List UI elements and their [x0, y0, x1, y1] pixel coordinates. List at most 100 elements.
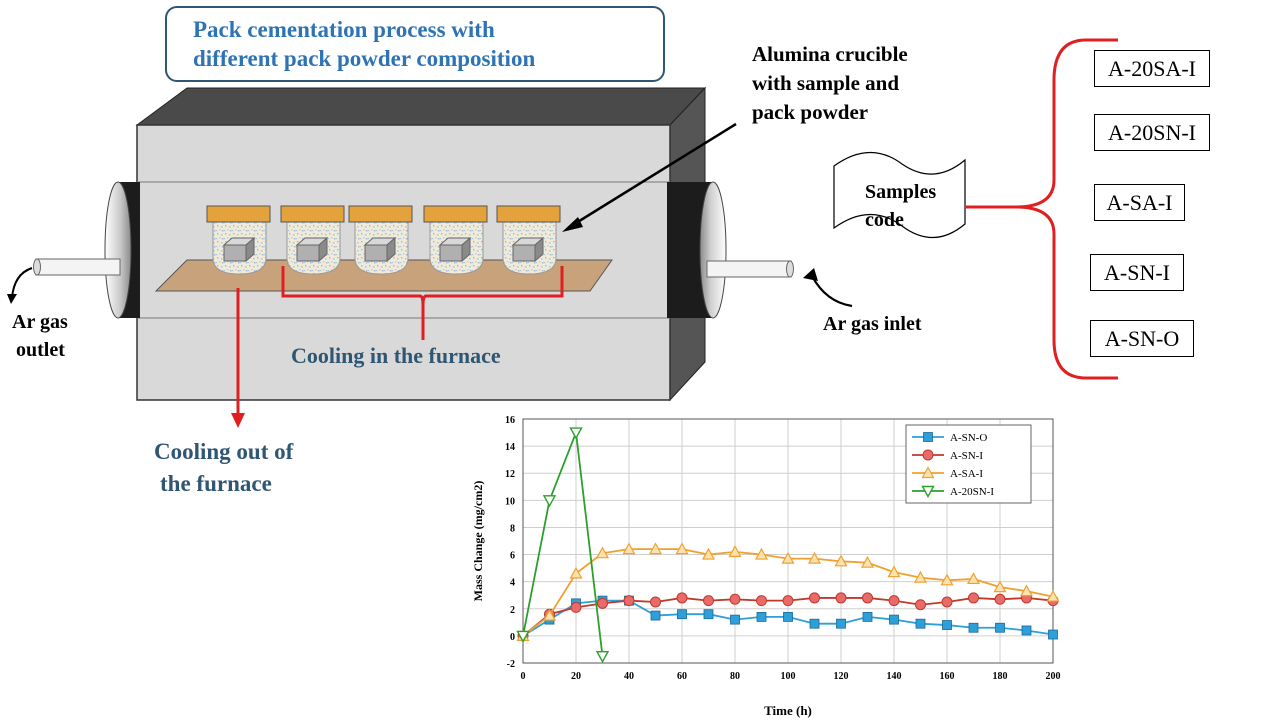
data-point-A-SN-I	[570, 601, 582, 613]
crucible-4	[423, 205, 488, 275]
y-tick-label: 8	[510, 523, 515, 534]
data-point-A-20SN-I	[569, 427, 583, 440]
data-point-A-SN-I	[941, 596, 953, 608]
x-tick-label: 20	[571, 671, 581, 682]
sample-code-box: A-SA-I	[1094, 184, 1185, 221]
legend-marker	[922, 449, 934, 461]
data-point-A-SN-O	[783, 612, 793, 622]
furnace-top-face	[135, 87, 707, 126]
x-tick-label: 200	[1046, 671, 1061, 682]
series-line-A-20SN-I	[522, 432, 604, 657]
data-point-A-SA-I	[622, 542, 636, 555]
x-tick-label: 0	[521, 671, 526, 682]
data-point-A-SN-I	[968, 592, 979, 604]
data-point-A-SN-O	[862, 612, 873, 622]
data-point-A-SA-I	[807, 551, 822, 564]
data-point-A-SA-I	[860, 555, 875, 568]
data-point-A-SA-I	[1046, 589, 1060, 602]
data-point-A-SN-I	[756, 595, 767, 607]
x-tick-label: 120	[834, 671, 849, 682]
data-point-A-SA-I	[913, 570, 928, 583]
data-point-A-SN-I	[597, 597, 608, 609]
data-point-A-SN-O	[915, 618, 926, 629]
title-line-1: Pack cementation process with	[193, 17, 495, 42]
data-point-A-SA-I	[1019, 584, 1034, 597]
samples-brace	[1015, 38, 1118, 380]
x-axis-label: Time (h)	[764, 703, 812, 718]
data-point-A-SA-I	[834, 554, 848, 567]
legend-label: A-SN-I	[950, 450, 983, 462]
x-tick-label: 100	[781, 671, 796, 682]
y-tick-label: 0	[510, 632, 515, 643]
gas-inlet-arrow	[811, 275, 853, 308]
data-point-A-SN-I	[994, 593, 1006, 605]
data-point-A-SA-I	[595, 546, 610, 559]
x-tick-label: 160	[940, 671, 955, 682]
data-point-A-SA-I	[887, 565, 901, 578]
legend-label: A-SN-O	[950, 432, 987, 444]
crucible-pointer-arrow	[567, 122, 737, 230]
crucible-label-line-1: Alumina crucible	[752, 42, 908, 66]
y-tick-label: 14	[505, 442, 515, 453]
legend-marker	[921, 485, 935, 498]
y-tick-label: 10	[505, 496, 515, 507]
data-point-A-SN-I	[809, 592, 820, 604]
x-tick-label: 80	[730, 671, 740, 682]
data-point-A-SN-O	[942, 620, 952, 630]
x-tick-label: 180	[993, 671, 1008, 682]
data-point-A-SN-O	[836, 618, 846, 629]
data-point-A-SA-I	[675, 542, 689, 555]
y-tick-label: 2	[510, 605, 515, 616]
data-point-A-SA-I	[542, 608, 557, 621]
cooling-in-brace	[281, 266, 564, 340]
samples-code-document	[833, 151, 966, 239]
title-box	[165, 6, 665, 82]
data-point-A-SN-I	[729, 593, 741, 605]
x-tick-label: 60	[677, 671, 687, 682]
data-point-A-SN-I	[650, 596, 661, 608]
data-point-A-SN-O	[730, 614, 740, 625]
data-point-A-SN-O	[756, 612, 767, 622]
gas-outlet-label-line-1: Ar gas	[12, 311, 68, 333]
data-point-A-SN-O	[995, 622, 1005, 633]
data-point-A-SA-I	[648, 542, 663, 555]
data-point-A-SN-I	[676, 592, 688, 604]
cooling-out-label: Cooling out of the furnace	[154, 436, 293, 500]
data-point-A-SA-I	[993, 580, 1007, 593]
gas-outlet-pipe	[35, 258, 121, 276]
y-tick-label: 12	[505, 469, 515, 480]
gas-outlet-label: Ar gas outlet	[12, 308, 68, 364]
crucible-2	[280, 205, 345, 275]
gas-outlet-arrow	[11, 267, 33, 299]
x-tick-label: 140	[887, 671, 902, 682]
data-point-A-SA-I	[940, 573, 954, 586]
legend-label: A-20SN-I	[950, 486, 994, 498]
crucible-3	[348, 205, 413, 275]
data-point-A-SN-I	[862, 592, 873, 604]
cooling-out-label-line-2: the furnace	[160, 471, 272, 496]
legend-marker	[921, 466, 935, 479]
data-point-A-SN-O	[1021, 625, 1032, 636]
gas-outlet-label-line-2: outlet	[16, 339, 65, 361]
data-point-A-SN-O	[703, 609, 714, 620]
crucible-5	[496, 205, 561, 275]
samples-code-label: Samples code	[865, 178, 936, 234]
data-point-A-SA-I	[701, 547, 716, 560]
data-point-A-SA-I	[966, 572, 981, 585]
samples-code-label-line-2: code	[865, 209, 904, 231]
cooling-in-label: Cooling in the furnace	[291, 343, 501, 368]
title-line-2: different pack powder composition	[193, 46, 536, 71]
data-point-A-SN-I	[623, 595, 635, 607]
cooling-out-label-line-1: Cooling out of	[154, 439, 294, 464]
data-point-A-SA-I	[781, 551, 795, 564]
data-point-A-SN-I	[703, 595, 714, 607]
data-point-A-SN-O	[1048, 629, 1058, 640]
data-point-A-SA-I	[754, 547, 769, 560]
data-point-A-SN-O	[677, 609, 687, 620]
data-point-A-SN-I	[782, 595, 794, 607]
legend-marker	[923, 432, 933, 442]
legend-label: A-SA-I	[950, 468, 983, 480]
data-point-A-SN-I	[915, 599, 926, 611]
